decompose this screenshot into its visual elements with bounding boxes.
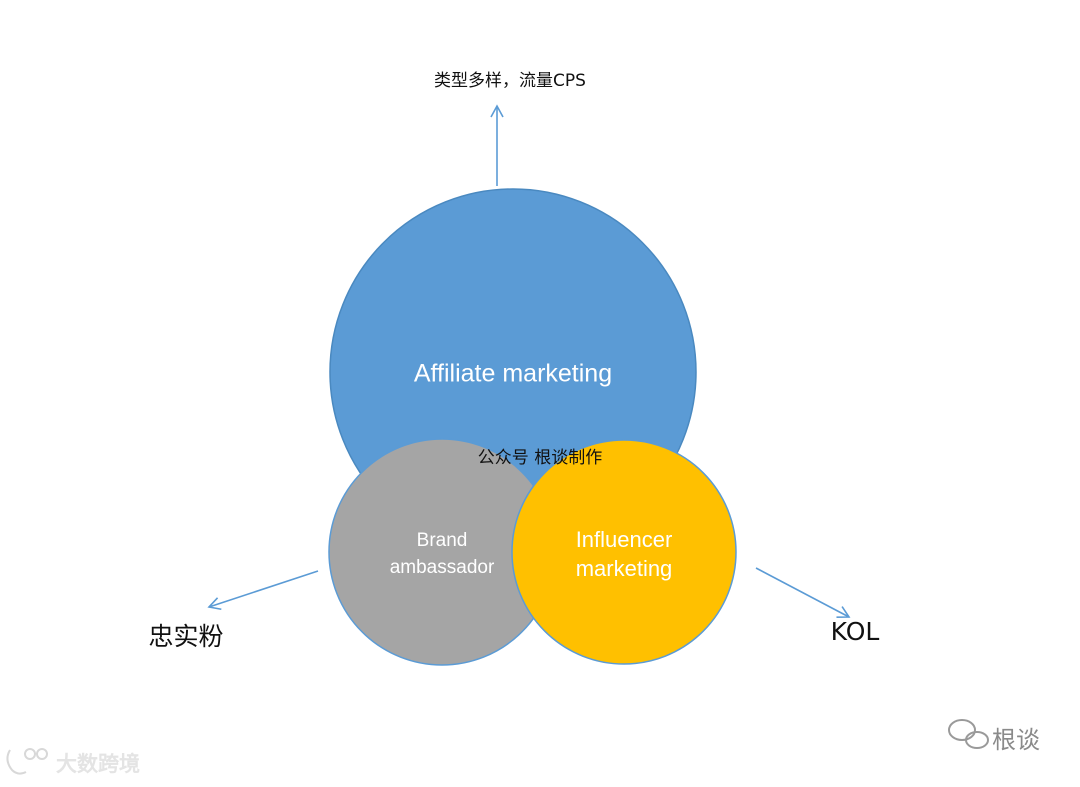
right-label: KOL bbox=[830, 617, 880, 646]
left-label: 忠实粉 bbox=[148, 622, 224, 651]
left-arrow bbox=[207, 570, 319, 611]
wechat-icon bbox=[948, 719, 989, 749]
center-note: 公众号 根谈制作 bbox=[477, 448, 603, 468]
influencer-label-line1: Influencer bbox=[575, 527, 673, 552]
brand-label-line2: ambassador bbox=[389, 557, 495, 578]
influencer-label-line2: marketing bbox=[575, 556, 673, 581]
bottom-right-watermark: 根谈 bbox=[992, 726, 1040, 754]
brand-label: Brand ambassador bbox=[390, 527, 495, 581]
bottom-left-watermark: 大数跨境 bbox=[56, 752, 140, 776]
top-label: 类型多样，流量CPS bbox=[434, 71, 586, 91]
influencer-label: Influencer marketing bbox=[576, 525, 673, 583]
right-arrow bbox=[755, 567, 851, 618]
bottom-left-logo-icon bbox=[6, 748, 48, 775]
influencer-circle bbox=[511, 439, 737, 665]
affiliate-label: Affiliate marketing bbox=[413, 359, 613, 388]
brand-label-line1: Brand bbox=[416, 530, 468, 551]
